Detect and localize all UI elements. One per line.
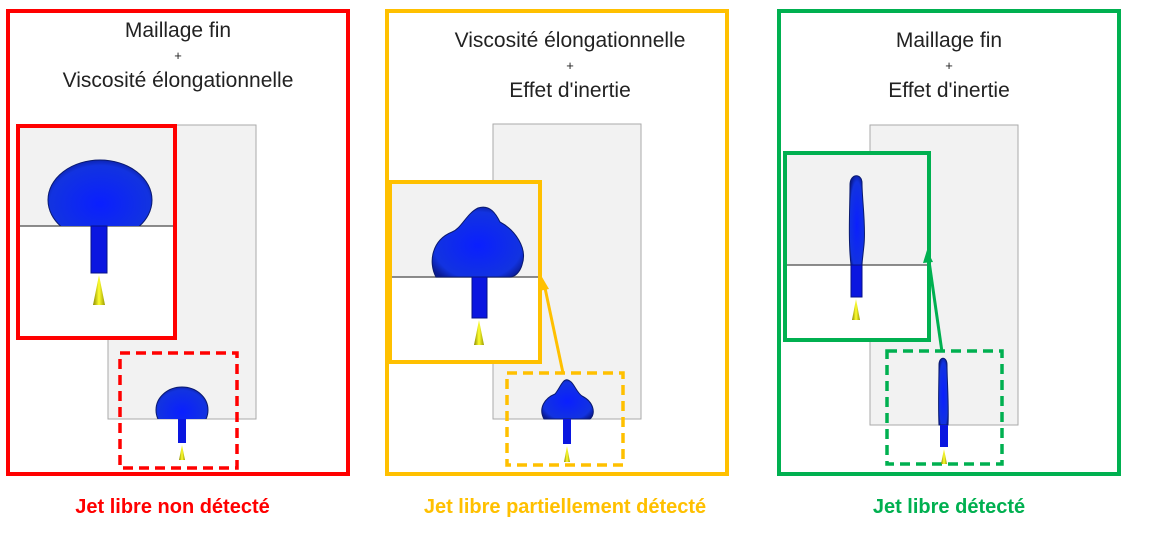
panel-frame bbox=[385, 9, 729, 476]
panel-2-title: Viscosité élongationnelle + Effet d'iner… bbox=[400, 30, 740, 101]
panel-3-title: Maillage fin + Effet d'inertie bbox=[779, 30, 1119, 101]
nozzle-icon bbox=[93, 275, 105, 305]
caption-not-detected: Jet libre non détecté bbox=[75, 496, 270, 518]
panel-frame bbox=[777, 9, 1121, 476]
plus-sign: + bbox=[945, 58, 953, 73]
title-line-1: Maillage fin bbox=[124, 19, 232, 42]
zoom-arrow bbox=[927, 260, 944, 353]
panel-frame bbox=[6, 9, 350, 476]
panel-fine-mesh-elongational bbox=[6, 9, 350, 476]
dashed-zoom-region bbox=[118, 351, 239, 470]
panel-fine-mesh-inertia bbox=[777, 9, 1121, 476]
caption-partially-detected: Jet libre partiellement détecté bbox=[423, 496, 707, 518]
plus-sign: + bbox=[566, 58, 574, 73]
title-line-2: Viscosité élongationnelle bbox=[62, 69, 294, 92]
jet-stem bbox=[90, 225, 108, 274]
caption-detected: Jet libre détecté bbox=[872, 496, 1026, 518]
jet-head bbox=[47, 159, 153, 226]
title-line-2: Effet d'inertie bbox=[888, 79, 1010, 102]
title-line-1: Viscosité élongationnelle bbox=[454, 29, 686, 52]
plus-sign: + bbox=[174, 48, 182, 63]
zoom-arrow bbox=[543, 287, 565, 374]
panel-elongational-inertia bbox=[385, 9, 729, 476]
jet-head bbox=[848, 175, 866, 266]
jet-head-small bbox=[155, 386, 209, 419]
panel-1-title: Maillage fin + Viscosité élongationnelle bbox=[8, 20, 348, 91]
title-line-2: Effet d'inertie bbox=[509, 79, 631, 102]
title-line-1: Maillage fin bbox=[895, 29, 1003, 52]
jet-head bbox=[431, 206, 524, 278]
